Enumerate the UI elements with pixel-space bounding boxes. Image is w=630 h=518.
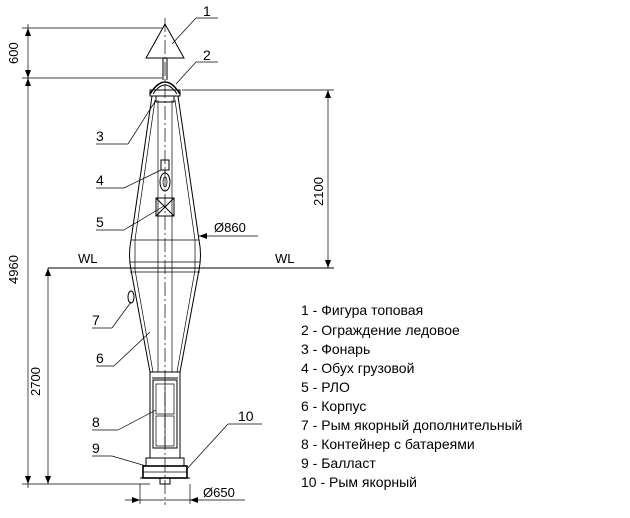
wl-left-label: WL <box>78 251 98 266</box>
callout-5: 5 <box>96 214 104 230</box>
lifting-eye <box>159 159 171 192</box>
dim-2700: 2700 <box>28 268 51 484</box>
legend-item: 5 - РЛО <box>301 379 350 395</box>
dim-650: Ø650 <box>125 484 245 504</box>
legend-item: 2 - Ограждение ледовое <box>301 322 460 338</box>
hull <box>129 95 201 458</box>
callout-2: 2 <box>203 47 211 63</box>
callout-3: 3 <box>96 128 104 144</box>
dim-600: 600 <box>6 24 162 82</box>
legend-item: 6 - Корпус <box>301 398 366 414</box>
anchor-eye <box>140 477 190 485</box>
callout-9: 9 <box>92 440 100 456</box>
dim-2700-text: 2700 <box>28 367 43 396</box>
callout-1: 1 <box>203 3 211 19</box>
dim-650-text: Ø650 <box>203 485 235 500</box>
waterline: WL WL <box>48 251 334 269</box>
callout-8: 8 <box>92 414 100 430</box>
legend-item: 3 - Фонарь <box>301 341 370 357</box>
legend-item: 4 - Обух грузовой <box>301 360 414 376</box>
dim-860: Ø860 <box>199 220 258 239</box>
callout-leaders <box>92 17 262 471</box>
dim-4960-text: 4960 <box>6 255 21 284</box>
callout-6: 6 <box>96 350 104 366</box>
additional-anchor-eye <box>127 290 135 304</box>
callout-10: 10 <box>238 408 254 424</box>
dim-2100: 2100 <box>182 89 334 268</box>
lantern <box>155 95 175 103</box>
legend-item: 7 - Рым якорный дополнительный <box>301 417 522 433</box>
dim-860-text: Ø860 <box>214 220 246 235</box>
legend-item: 1 - Фигура топовая <box>301 302 423 318</box>
radar-reflector <box>155 197 175 217</box>
dim-4960: 4960 <box>6 78 150 488</box>
callout-7: 7 <box>92 312 100 328</box>
dim-600-text: 600 <box>6 42 21 64</box>
wl-right-label: WL <box>275 251 295 266</box>
legend: 1 - Фигура топовая 2 - Ограждение ледово… <box>301 302 522 490</box>
ballast <box>142 457 188 479</box>
battery-container <box>152 379 178 449</box>
legend-item: 10 - Рым якорный <box>301 474 417 490</box>
legend-item: 9 - Балласт <box>301 455 376 471</box>
callout-4: 4 <box>96 172 104 188</box>
legend-item: 8 - Контейнер с батареями <box>301 436 475 452</box>
dim-2100-text: 2100 <box>311 177 326 206</box>
